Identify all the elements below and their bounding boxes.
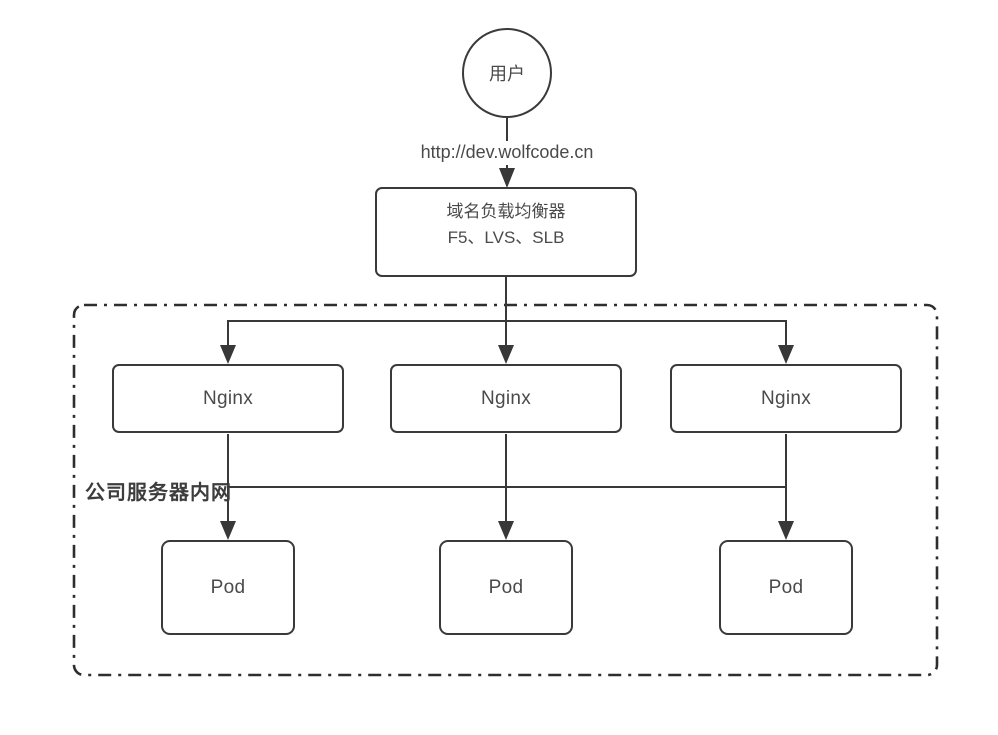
intranet-label: 公司服务器内网 — [85, 482, 232, 504]
nginx-node-3-label: Nginx — [760, 387, 812, 409]
load-balancer-title: 域名负载均衡器 — [446, 202, 566, 221]
arrow-branch-to-nginx-3 — [778, 320, 794, 364]
load-balancer-products: F5、LVS、SLB — [447, 228, 565, 247]
url-label: http://dev.wolfcode.cn — [397, 141, 617, 165]
nginx-node-3: Nginx — [670, 364, 902, 433]
arrow-branch-to-nginx-1 — [220, 320, 236, 364]
pod-node-1-label: Pod — [210, 576, 246, 598]
pod-node-2-label: Pod — [488, 576, 524, 598]
nginx-node-1-label: Nginx — [202, 387, 254, 409]
pod-node-3-label: Pod — [768, 576, 804, 598]
user-node: 用户 — [462, 28, 552, 118]
nginx-node-1: Nginx — [112, 364, 344, 433]
arrow-nginx-2-to-pod-2 — [498, 434, 514, 540]
pod-node-3: Pod — [719, 540, 853, 635]
nginx-node-2-label: Nginx — [480, 387, 532, 409]
arrow-nginx-3-to-pod-3 — [778, 434, 794, 540]
nginx-node-2: Nginx — [390, 364, 622, 433]
user-node-label: 用户 — [489, 64, 525, 84]
pod-node-1: Pod — [161, 540, 295, 635]
pod-node-2: Pod — [439, 540, 573, 635]
arrow-nginx-1-to-pod-1 — [220, 434, 236, 540]
arrow-branch-to-nginx-2 — [498, 320, 514, 364]
load-balancer-node: 域名负载均衡器 F5、LVS、SLB — [375, 187, 637, 277]
